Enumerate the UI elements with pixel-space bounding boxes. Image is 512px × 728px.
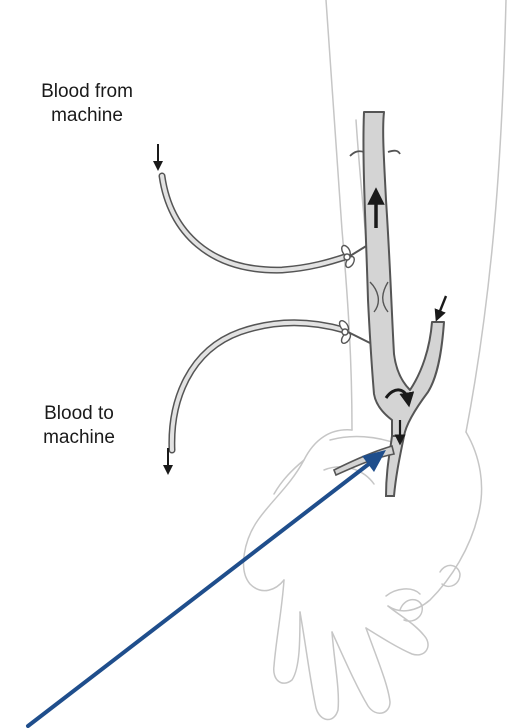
knuckle-detail (386, 589, 420, 596)
pointer-arrow (28, 450, 386, 726)
label-to-line1: Blood to (4, 402, 154, 426)
artery-continuation (386, 436, 404, 496)
wrist-crease (330, 437, 398, 444)
upper-tube-inner (162, 176, 348, 270)
palm-outline (244, 430, 352, 591)
label-to-line2: machine (4, 426, 154, 450)
vein-branch-left (350, 151, 364, 156)
thumb-outline (274, 460, 304, 494)
label-from-line1: Blood from (12, 80, 162, 104)
middle-finger (300, 612, 338, 720)
vein-branch-right (388, 151, 400, 154)
label-blood-from-machine: Blood from machine (12, 80, 162, 128)
index-finger (274, 580, 300, 683)
label-from-line2: machine (12, 104, 162, 128)
arrow-right-incoming (438, 296, 446, 316)
upper-needle-tube (162, 176, 376, 270)
ring-finger (332, 628, 390, 713)
forearm-left-contour (326, 0, 352, 430)
forearm-right-contour (466, 0, 506, 432)
hand-right-outline (388, 432, 482, 611)
lower-tube-inner (172, 323, 344, 450)
vein-body (363, 112, 444, 436)
lower-tube-outer (172, 323, 344, 450)
little-finger (366, 606, 428, 655)
fistula-vein (334, 112, 444, 496)
label-blood-to-machine: Blood to machine (4, 402, 154, 450)
upper-tube-outer (162, 176, 348, 270)
